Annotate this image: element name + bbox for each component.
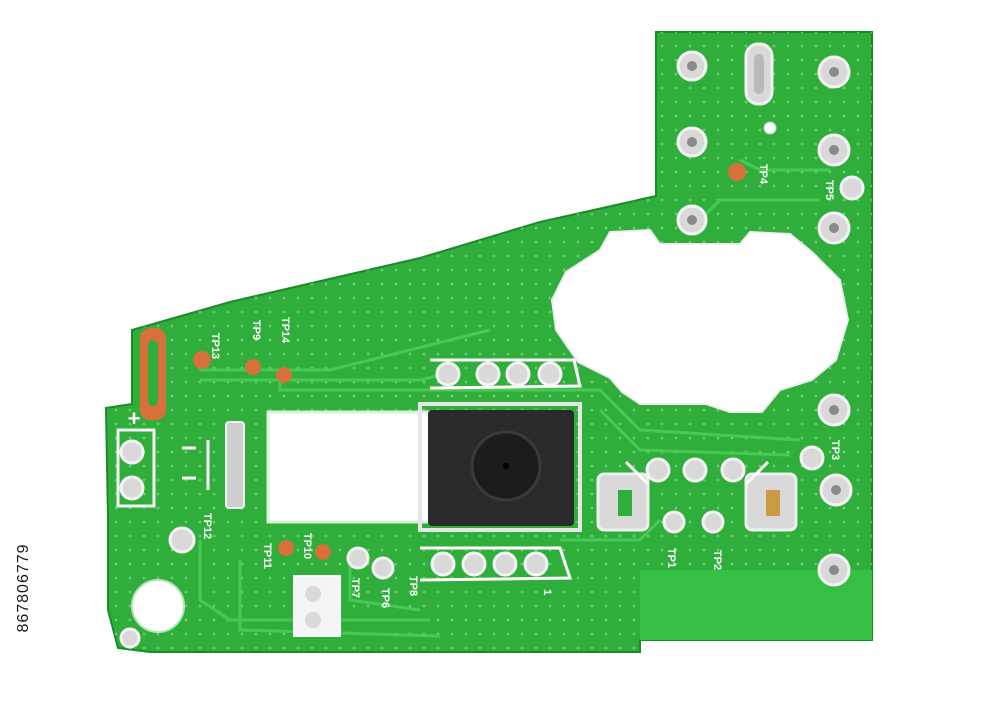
label-tp1: TP1: [665, 548, 677, 568]
label-pin1: 1: [541, 589, 553, 595]
label-tp3: TP3: [829, 440, 841, 460]
label-tp9: TP9: [250, 320, 262, 340]
label-tp13: TP13: [209, 333, 221, 359]
label-tp6: TP6: [379, 588, 391, 608]
smd-component: [225, 421, 245, 509]
stock-id-text: 867806779: [15, 543, 32, 633]
wheel-cutout: [550, 228, 850, 413]
through-hole-pads: [119, 50, 865, 649]
label-tp10: TP10: [301, 533, 313, 559]
label-plus: +: [128, 406, 141, 431]
label-tp4: TP4: [757, 164, 769, 185]
label-tp8: TP8: [407, 576, 419, 596]
label-tp14: TP14: [279, 317, 291, 344]
copper-traces: [198, 158, 830, 638]
label-tp11: TP11: [261, 543, 273, 569]
stock-id-watermark: 867806779: [14, 488, 34, 688]
label-tp12: TP12: [201, 513, 213, 539]
label-tp5: TP5: [823, 180, 835, 200]
label-tp2: TP2: [711, 550, 723, 570]
lens-window: [266, 410, 434, 524]
copper-pads: [140, 163, 746, 560]
mounting-hole: [131, 579, 185, 633]
label-tp7: TP7: [349, 578, 361, 598]
